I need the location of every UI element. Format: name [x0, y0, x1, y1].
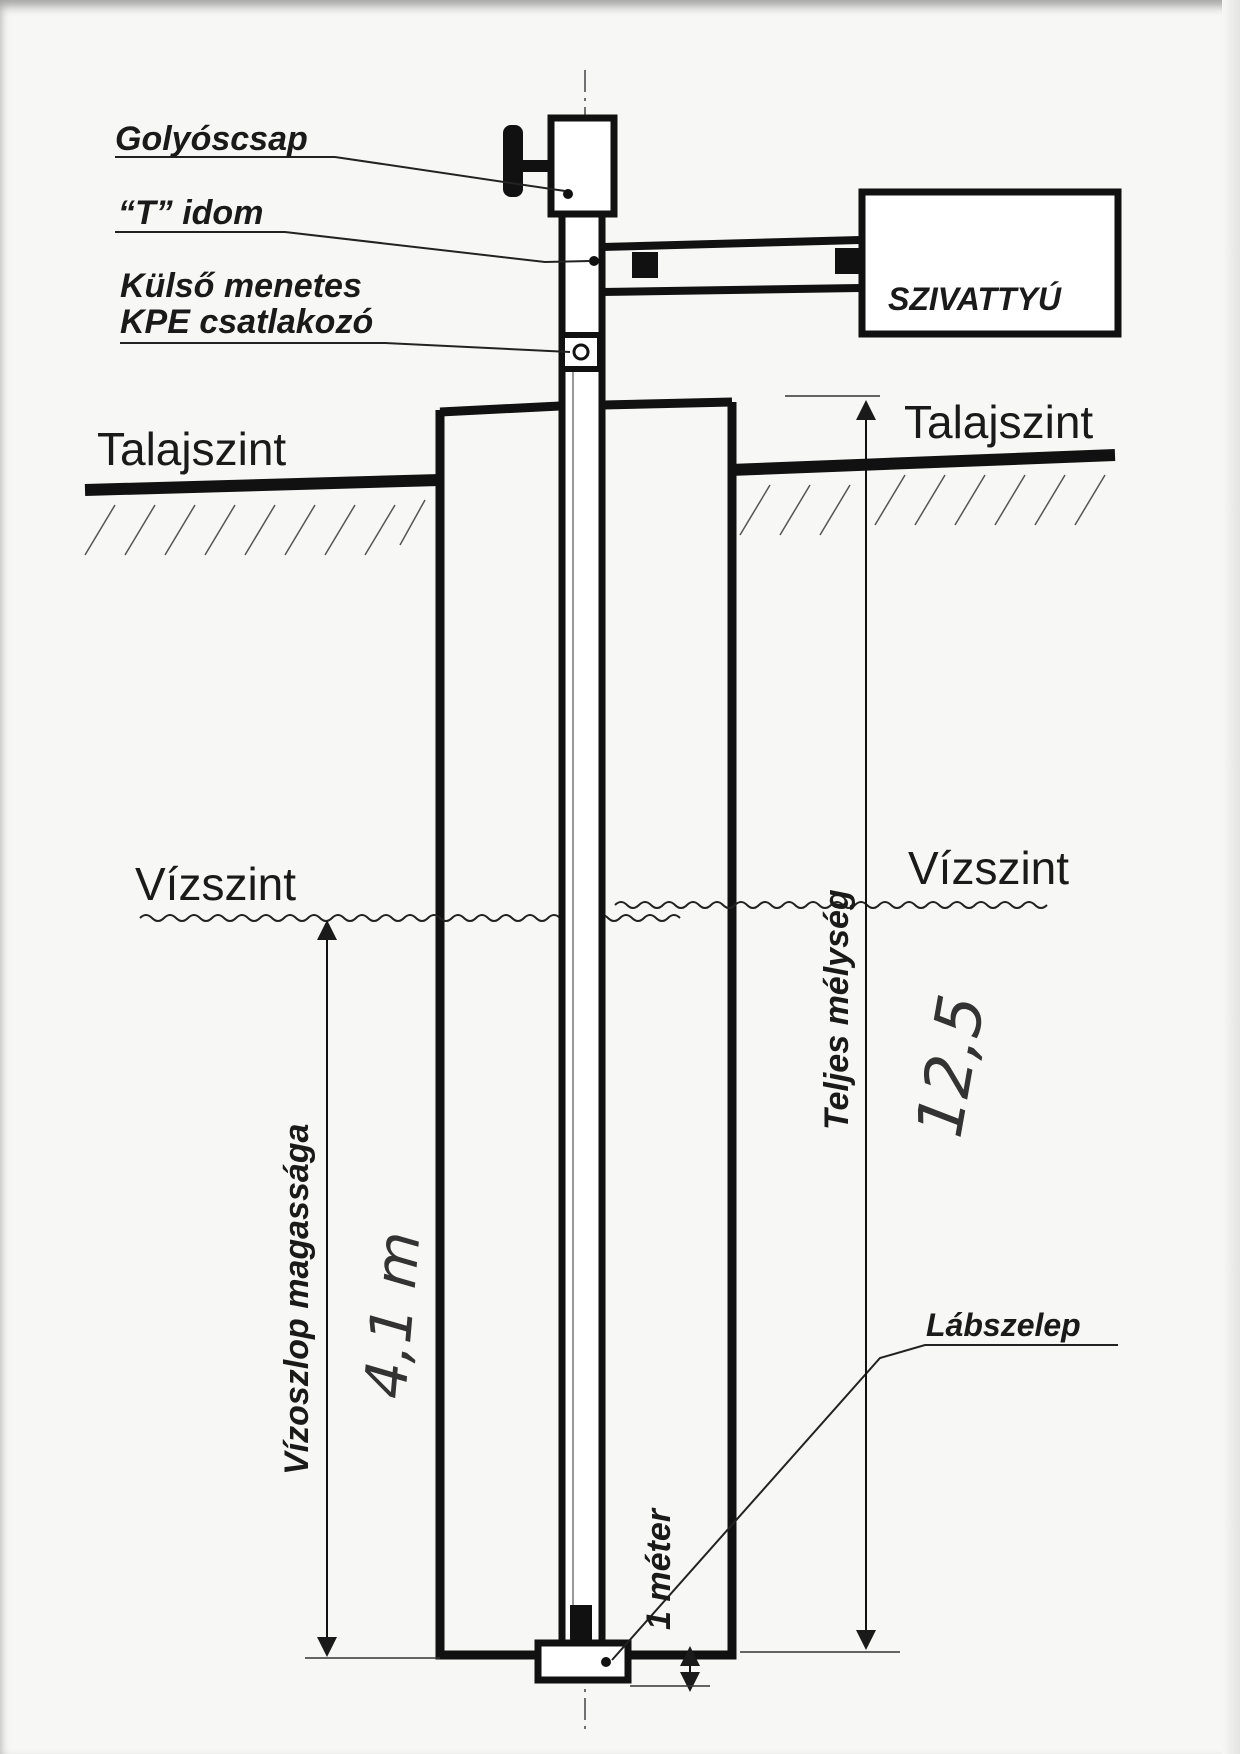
ball-valve-label: Golyóscsap — [115, 120, 308, 158]
ground-hatch-left — [84, 499, 426, 556]
pump-box — [858, 188, 1122, 338]
ball-valve-dot — [563, 189, 573, 199]
handwritten-total-depth: 12,5 — [903, 990, 1001, 1143]
t-fitting-dot — [589, 256, 599, 266]
one-meter-label: 1 méter — [640, 1507, 678, 1630]
ground-line-right — [729, 449, 1116, 476]
ground-level-right-label: Talajszint — [904, 396, 1093, 448]
foot-valve-insert — [570, 1605, 592, 1641]
kpe-label-line1: Külső menetes — [120, 267, 362, 305]
leader-kpe — [120, 342, 571, 353]
water-level-right-label: Vízszint — [908, 842, 1069, 894]
foot-valve-dot — [601, 1657, 611, 1667]
total-depth-label: Teljes mélység — [818, 889, 856, 1130]
t-branch-upper — [601, 236, 861, 251]
ball-valve-handle — [503, 125, 523, 197]
handwritten-water-column: 4,1 m — [351, 1229, 433, 1401]
leader-t-fitting — [115, 231, 591, 264]
ground-hatch-right — [739, 474, 1106, 536]
ground-line-left — [84, 474, 441, 496]
t-branch-connector-right — [835, 248, 861, 274]
kpe-connector-ring — [572, 343, 590, 361]
water-column-label: Vízoszlop magassága — [278, 1124, 316, 1475]
ground-level-left-label: Talajszint — [97, 423, 286, 475]
well-casing-top-right — [602, 397, 733, 410]
foot-valve-label: Lábszelep — [926, 1307, 1081, 1343]
pump-label: SZIVATTYÚ — [888, 281, 1062, 317]
foot-valve-body — [534, 1639, 632, 1684]
t-branch-lower — [601, 284, 861, 296]
kpe-label-line2: KPE csatlakozó — [120, 303, 373, 341]
t-branch-connector-left — [632, 252, 658, 278]
leader-ball-valve — [115, 156, 566, 192]
water-level-left-label: Vízszint — [135, 858, 296, 910]
ball-valve-handle-stem — [520, 160, 554, 172]
t-fitting-label: “T” idom — [118, 194, 263, 232]
water-wave-right — [614, 901, 1048, 909]
well-casing-top-left — [439, 401, 561, 417]
leader-foot-valve — [611, 1344, 1118, 1661]
ball-valve-body — [547, 114, 618, 218]
suction-pipe — [558, 208, 606, 1651]
kpe-connector — [559, 332, 603, 372]
